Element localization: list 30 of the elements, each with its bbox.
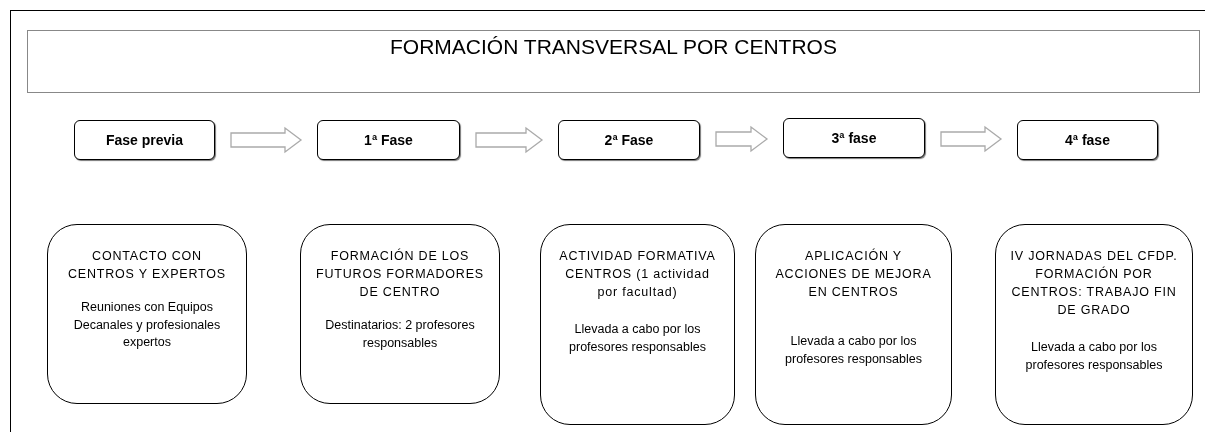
activity-card	[995, 224, 1193, 425]
block-arrow	[475, 126, 544, 154]
title: FORMACIÓN TRANSVERSAL POR CENTROS	[389, 35, 838, 59]
card-description: Reuniones con Equipos Decanales y profesionales expertos	[72, 299, 222, 351]
phase-label: 4ª fase	[1065, 132, 1110, 148]
activity-card	[300, 224, 500, 404]
card-description: Llevada a cabo por los profesores responsables	[1024, 339, 1164, 374]
card-heading: APLICACIÓN Y ACCIONES DE MEJORA EN CENTROS	[774, 247, 933, 301]
card-heading: FORMACIÓN DE LOS FUTUROS FORMADORES DE CENTRO	[315, 247, 485, 301]
phase-label: 3ª fase	[831, 130, 877, 146]
card-heading: CONTACTO CON CENTROS Y EXPERTOS	[67, 248, 227, 283]
card-description: Destinatarios: 2 profesores responsables	[324, 317, 476, 352]
phase-box	[1017, 120, 1158, 160]
phase-box	[558, 120, 700, 160]
phase-box	[783, 118, 925, 158]
card-heading: ACTIVIDAD FORMATIVA CENTROS (1 actividad por facultad)	[558, 248, 717, 301]
phase-label: 1ª Fase	[364, 132, 413, 148]
activity-card	[47, 224, 247, 404]
activity-card	[540, 224, 735, 425]
phase-label: 2ª Fase	[604, 132, 654, 148]
block-arrow	[940, 125, 1003, 153]
block-arrow	[715, 125, 769, 153]
card-heading: IV JORNADAS DEL CFDP. FORMACIÓN POR CENTROS: TRABAJO FIN DE GRADO	[1009, 248, 1179, 319]
card-description: Llevada a cabo por los profesores responsables	[568, 321, 707, 356]
card-description: Llevada a cabo por los profesores responsables	[784, 333, 923, 368]
phase-box	[74, 120, 215, 160]
activity-card	[755, 224, 952, 425]
phase-box	[317, 120, 460, 160]
phase-label: Fase previa	[105, 132, 184, 148]
block-arrow	[230, 126, 303, 154]
